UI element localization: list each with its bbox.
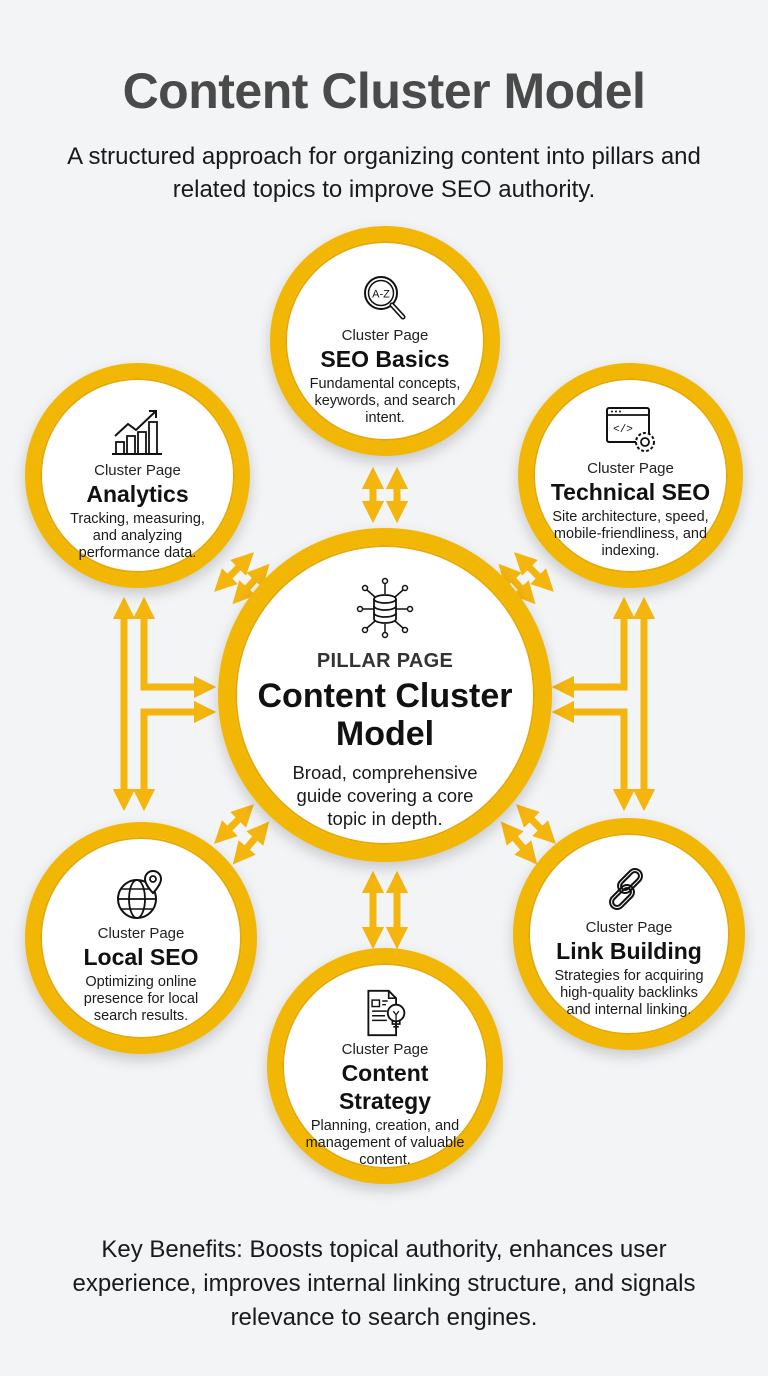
- cluster-kicker: Cluster Page: [585, 919, 673, 936]
- chain-link-icon: [609, 868, 643, 910]
- arrow-pillar-to-content-strategy: [361, 870, 409, 950]
- cluster-name: Content Strategy: [338, 1060, 432, 1114]
- cluster-kicker: Cluster Page: [94, 462, 181, 479]
- cluster-node-analytics: Cluster Page Analytics Tracking, measuri…: [25, 363, 250, 588]
- arrow-link-building-to-pillar: [500, 804, 556, 865]
- cluster-kicker: Cluster Page: [341, 327, 429, 344]
- cluster-kicker: Cluster Page: [341, 1041, 429, 1058]
- arrow-analytics-to-pillar: [214, 552, 270, 605]
- arrow-seo-basics-to-pillar: [361, 466, 409, 524]
- cluster-name: Analytics: [86, 481, 189, 507]
- cluster-node-local-seo: Cluster Page Local SEO Optimizing online…: [25, 822, 257, 1054]
- arrow-local-seo-to-pillar: [214, 804, 270, 865]
- cluster-description: Fundamental concepts, keywords, and sear…: [309, 376, 461, 426]
- cluster-node-link-building: Cluster Page Link Building Strategies fo…: [513, 818, 745, 1050]
- cluster-name: Local SEO: [83, 944, 199, 970]
- globe-pin-icon: [117, 869, 163, 919]
- cluster-description: Tracking, measuring, and analyzing perfo…: [70, 511, 205, 561]
- cluster-node-content-strategy: Cluster Page Content Strategy Planning, …: [267, 948, 503, 1184]
- cluster-node-seo-basics: A-Z Cluster Page SEO Basics Fundamental …: [270, 226, 500, 456]
- cluster-name: Link Building: [556, 938, 702, 964]
- cluster-node-technical-seo: </> Cluster Page Technical SEO Site arch…: [518, 363, 743, 588]
- document-lightbulb-icon: [367, 989, 406, 1037]
- cluster-name: SEO Basics: [320, 346, 450, 372]
- cluster-name: Technical SEO: [550, 479, 711, 505]
- pillar-name: Content Cluster Model: [257, 677, 513, 753]
- arrow-right-bracket: [551, 596, 656, 812]
- cluster-description: Optimizing online presence for local sea…: [83, 974, 199, 1024]
- a-z-magnifier-icon: A-Z: [364, 276, 406, 320]
- key-benefits-text: Key Benefits: Boosts topical authority, …: [72, 1236, 696, 1331]
- cluster-kicker: Cluster Page: [587, 460, 674, 477]
- page-title: Content Cluster Model: [122, 63, 646, 119]
- pillar-description: Broad, comprehensive guide covering a co…: [292, 762, 478, 829]
- arrow-left-bracket: [112, 596, 217, 812]
- svg-text:A-Z: A-Z: [372, 289, 390, 301]
- svg-text:</>: </>: [613, 424, 633, 436]
- cluster-description: Planning, creation, and management of va…: [305, 1118, 465, 1168]
- database-network-icon: [356, 577, 414, 639]
- cluster-kicker: Cluster Page: [97, 925, 185, 942]
- cluster-description: Site architecture, speed, mobile-friendl…: [552, 509, 709, 559]
- pillar-node: PILLAR PAGE Content Cluster Model Broad,…: [218, 528, 552, 862]
- bar-chart-trend-icon: [111, 410, 162, 455]
- cluster-description: Strategies for acquiring high-quality ba…: [554, 968, 704, 1018]
- code-window-gear-icon: </>: [605, 407, 655, 452]
- pillar-kicker: PILLAR PAGE: [316, 650, 454, 672]
- page-subtitle: A structured approach for organizing con…: [67, 143, 701, 203]
- arrow-technical-seo-to-pillar: [498, 552, 554, 605]
